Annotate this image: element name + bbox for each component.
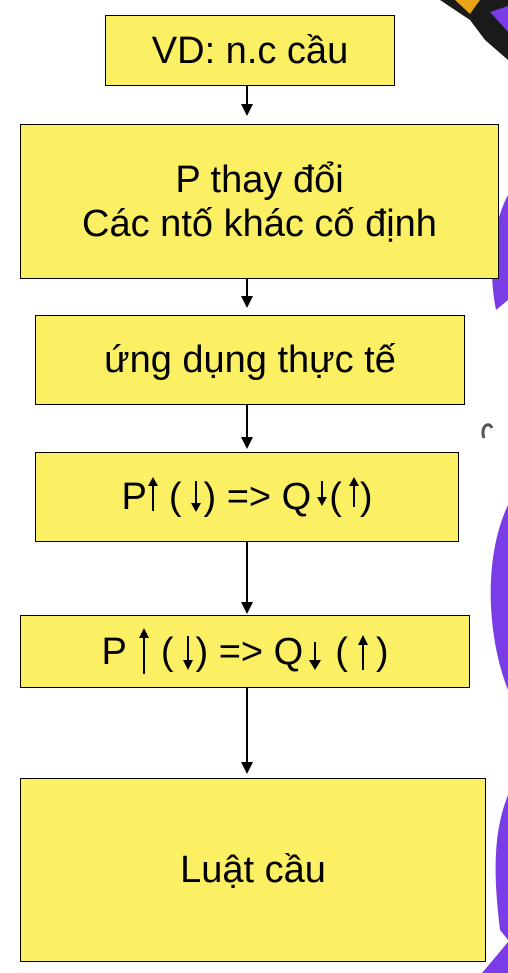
formula2-open1: ( — [160, 630, 174, 673]
connector-arrow-2 — [241, 279, 253, 308]
formula1-close2: ) — [359, 476, 373, 518]
flow-box-price-change-line1: P thay đổi — [175, 158, 344, 201]
flow-box-law-of-demand-text: Luật cầu — [180, 849, 326, 891]
formula1-close1: ) => Q — [203, 476, 312, 518]
flow-box-price-change-line2: Các ntố khác cố định — [82, 202, 437, 245]
flow-box-law-of-demand: Luật cầu — [20, 778, 486, 962]
arrow-down-icon — [309, 641, 322, 670]
purple-swoosh-3 — [495, 795, 508, 940]
connector-arrow-5 — [241, 688, 253, 774]
flow-box-application: ứng dụng thực tế — [35, 315, 465, 405]
connector-arrow-1 — [241, 86, 253, 116]
arrow-down-icon — [191, 481, 202, 512]
arrow-down-icon — [317, 481, 328, 506]
flow-box-formula-1: P ( ) => Q ( ) — [35, 452, 459, 542]
flow-box-price-change: P thay đổi Các ntố khác cố định — [20, 124, 499, 279]
purple-swoosh-4 — [482, 942, 508, 973]
arrow-up-icon — [138, 627, 149, 674]
flow-box-formula-2: P ( ) => Q ( ) — [20, 615, 470, 688]
arrow-up-icon — [147, 477, 158, 511]
formula2-p: P — [101, 630, 127, 673]
flow-box-example: VD: n.c cầu — [105, 15, 395, 86]
formula1-open2: ( — [329, 476, 342, 518]
formula2-close2: ) — [375, 630, 389, 673]
flow-box-example-text: VD: n.c cầu — [151, 29, 349, 72]
arrow-up-icon — [357, 634, 368, 670]
dark-speck — [481, 423, 494, 439]
flow-box-application-text: ứng dụng thực tế — [104, 339, 396, 381]
arrow-down-icon — [183, 635, 194, 670]
connector-arrow-4 — [241, 542, 253, 614]
top-corner-graphic — [440, 0, 508, 60]
purple-swoosh-2 — [490, 505, 508, 690]
formula1-open1: ( — [168, 476, 182, 518]
formula2-close1: ) => Q — [195, 630, 304, 673]
formula2-open2: ( — [335, 630, 348, 673]
formula1-p: P — [121, 476, 147, 518]
arrow-up-icon — [348, 477, 359, 507]
connector-arrow-3 — [241, 405, 253, 449]
purple-swoosh-1 — [492, 195, 508, 310]
